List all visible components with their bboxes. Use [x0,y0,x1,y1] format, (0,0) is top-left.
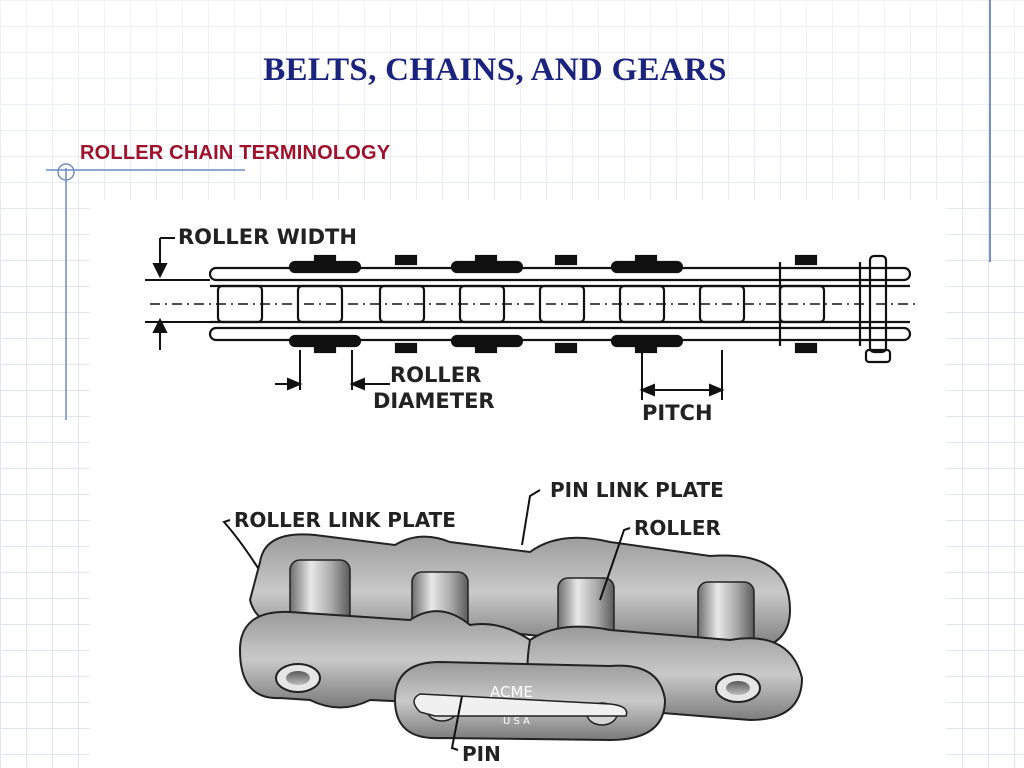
roller-diameter-dimension [275,350,390,391]
roller-width-label: ROLLER WIDTH [178,225,357,249]
roller-label: ROLLER [634,516,721,540]
chain-side-view [150,254,920,364]
roller-width-dimension [145,237,210,350]
acme-stamp: ACME [490,683,533,701]
pin-link-plate-label: PIN LINK PLATE [550,478,724,502]
pin-label: PIN [462,742,501,766]
slide-subtitle: ROLLER CHAIN TERMINOLOGY [80,142,391,164]
accent-circle [57,163,75,181]
roller-diameter-label-line2: DIAMETER [373,389,495,413]
chain-isometric-view [238,533,804,742]
usa-stamp: U S A [503,716,530,727]
label-leaders [222,489,631,751]
diagram-panel: ROLLER WIDTH ROLLER DIAMETER PITCH [90,200,946,768]
slide-title: BELTS, CHAINS, AND GEARS [263,52,727,88]
roller-diameter-label-line1: ROLLER [390,363,481,387]
roller-chain-diagram: ROLLER WIDTH ROLLER DIAMETER PITCH [145,225,920,766]
pitch-dimension [639,350,725,400]
roller-link-plate-label: ROLLER LINK PLATE [234,508,456,532]
pitch-label: PITCH [642,401,713,425]
